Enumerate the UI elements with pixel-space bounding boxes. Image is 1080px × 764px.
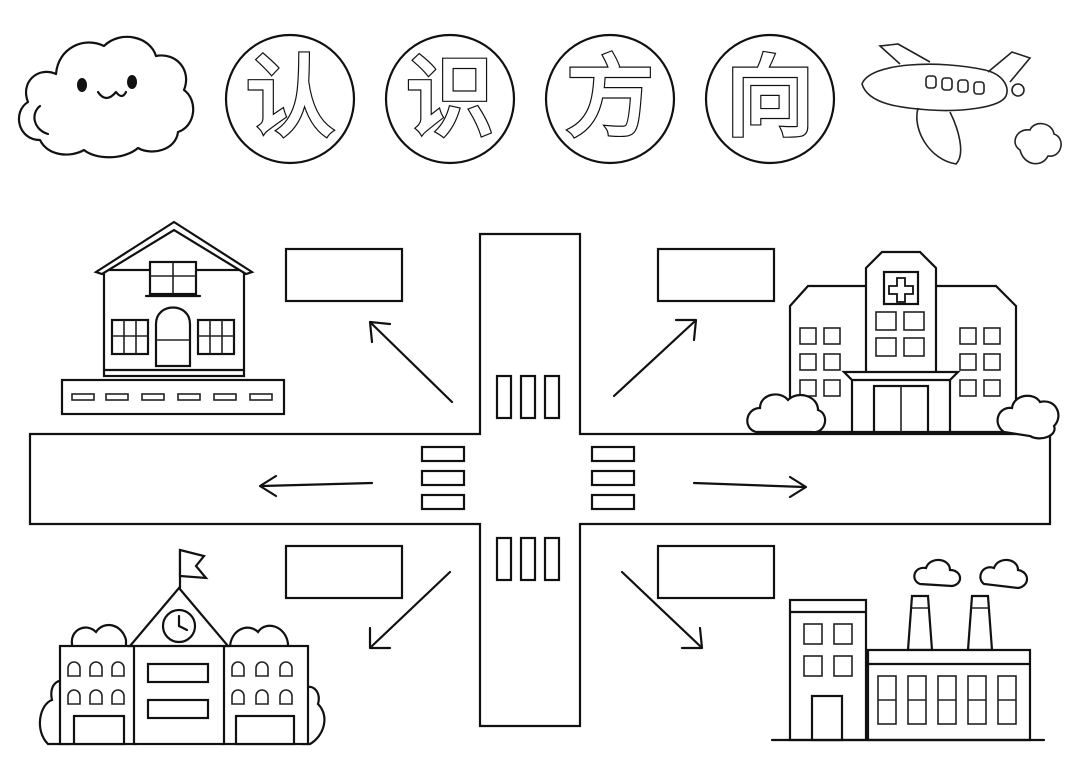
arrow-icon <box>368 570 452 650</box>
arrow-icon <box>620 570 704 650</box>
crosswalk-north <box>495 374 561 420</box>
answer-box-south-east[interactable] <box>656 544 776 600</box>
title-char-4: 向 <box>726 46 814 149</box>
crosswalk-east <box>590 445 636 511</box>
airplane-icon <box>861 43 1062 165</box>
crosswalk-west <box>420 445 466 511</box>
crossroad <box>28 232 1052 728</box>
answer-box-south-west[interactable] <box>284 544 404 600</box>
direction-arrows <box>258 318 808 650</box>
title-circle-1 <box>224 33 356 165</box>
school-icon <box>38 548 326 746</box>
answer-box-north-east[interactable] <box>656 247 776 303</box>
arrow-icon <box>368 320 454 404</box>
hospital-icon <box>746 250 1060 440</box>
factory-icon <box>770 558 1046 742</box>
title: 认 识 方 向 <box>224 33 836 165</box>
house-icon <box>60 220 286 416</box>
arrow-icon <box>692 475 808 499</box>
title-char-1: 认 <box>246 46 334 149</box>
arrow-icon <box>612 318 698 398</box>
title-circle-3 <box>544 33 676 165</box>
cloud-icon <box>18 35 195 159</box>
title-circle-4 <box>704 33 836 165</box>
title-char-3: 方 <box>566 46 654 149</box>
answer-box-north-west[interactable] <box>284 247 404 303</box>
title-char-2: 识 <box>406 46 494 149</box>
title-circle-2 <box>384 33 516 165</box>
arrow-icon <box>258 474 374 498</box>
crosswalk-south <box>495 536 561 582</box>
